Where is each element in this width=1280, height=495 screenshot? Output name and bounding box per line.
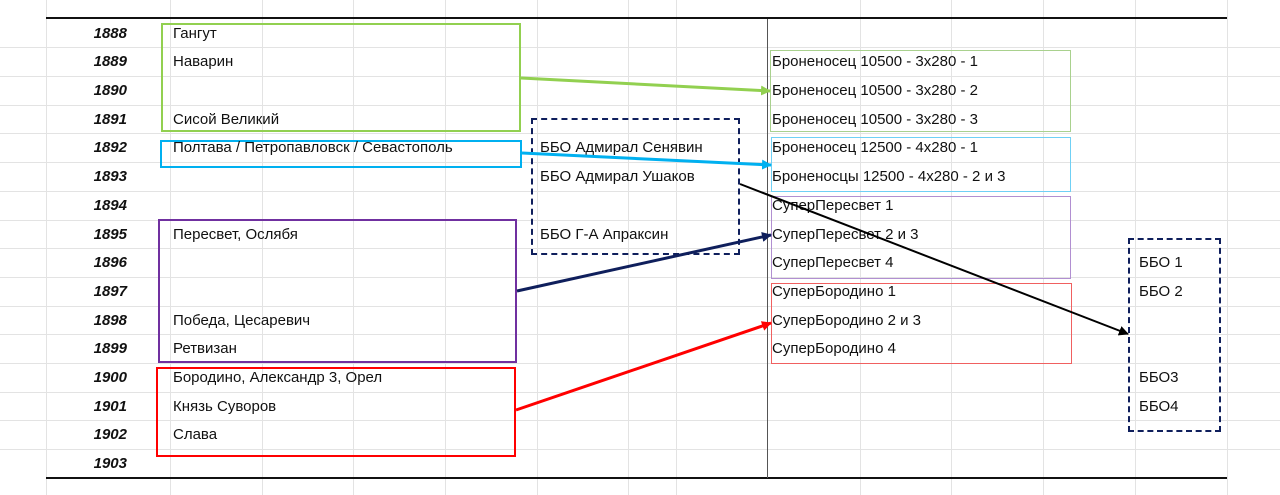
- grid-line: [46, 0, 47, 495]
- year-label: 1890: [93, 82, 127, 99]
- year-label: 1888: [93, 25, 127, 42]
- grid-line: [353, 0, 354, 495]
- grid-line: [0, 133, 1280, 134]
- project-name: ББО 2: [1139, 283, 1183, 300]
- grid-line: [1135, 0, 1136, 495]
- ship-name: Сисой Великий: [173, 111, 280, 128]
- project-name: СуперПересвет 2 и 3: [772, 226, 919, 243]
- ship-name: ББО Г-А Апраксин: [540, 226, 669, 243]
- year-label: 1891: [93, 111, 127, 128]
- year-label: 1895: [93, 226, 127, 243]
- year-label: 1889: [93, 53, 127, 70]
- grid-line: [0, 191, 1280, 192]
- project-name: Броненосцы 12500 - 4х280 - 2 и 3: [772, 168, 1006, 185]
- year-label: 1892: [93, 139, 127, 156]
- ship-name: Слава: [173, 426, 218, 443]
- project-name: СуперПересвет 4: [772, 254, 894, 271]
- year-label: 1900: [93, 369, 127, 386]
- project-name: Броненосец 10500 - 3х280 - 1: [772, 53, 978, 70]
- ship-name: Бородино, Александр 3, Орел: [173, 369, 383, 386]
- year-label: 1893: [93, 168, 127, 185]
- ship-name: Князь Суворов: [173, 398, 277, 415]
- grid-line: [0, 449, 1280, 450]
- ship-name: Победа, Цесаревич: [173, 312, 311, 329]
- group-box-red: [156, 367, 516, 457]
- ship-name: ББО Адмирал Сенявин: [540, 139, 703, 156]
- grid-line: [0, 76, 1280, 77]
- project-name: СуперБородино 2 и 3: [772, 312, 922, 329]
- project-name: СуперПересвет 1: [772, 197, 894, 214]
- column-divider: [767, 19, 768, 478]
- project-name: Броненосец 12500 - 4х280 - 1: [772, 139, 978, 156]
- grid-line: [0, 220, 1280, 221]
- group-box-purple: [158, 219, 517, 363]
- ship-name: ББО Адмирал Ушаков: [540, 168, 695, 185]
- project-name: ББО4: [1139, 398, 1179, 415]
- project-name: Броненосец 10500 - 3х280 - 2: [772, 82, 978, 99]
- arrow-green: [520, 76, 771, 96]
- year-label: 1896: [93, 254, 127, 271]
- project-name: Броненосец 10500 - 3х280 - 3: [772, 111, 978, 128]
- grid-line: [170, 0, 171, 495]
- project-name: ББО3: [1139, 369, 1179, 386]
- group-box-green: [161, 23, 521, 132]
- grid-line: [262, 0, 263, 495]
- year-label: 1898: [93, 312, 127, 329]
- year-label: 1903: [93, 455, 127, 472]
- arrow-red: [515, 321, 772, 412]
- grid-line: [0, 105, 1280, 106]
- grid-line: [445, 0, 446, 495]
- year-label: 1901: [93, 398, 127, 415]
- grid-line: [0, 420, 1280, 421]
- ship-name: Полтава / Петропавловск / Севастополь: [173, 139, 453, 156]
- year-label: 1897: [93, 283, 127, 300]
- ship-name: Наварин: [173, 53, 234, 70]
- grid-line: [0, 306, 1280, 307]
- year-label: 1894: [93, 197, 127, 214]
- year-label: 1902: [93, 426, 127, 443]
- ship-name: Пересвет, Ослябя: [173, 226, 298, 243]
- project-name: СуперБородино 4: [772, 340, 896, 357]
- project-name: ББО 1: [1139, 254, 1183, 271]
- ship-name: Ретвизан: [173, 340, 237, 357]
- bottom-border-rule: [46, 477, 1227, 479]
- group-box-bbo-future: [1128, 238, 1221, 432]
- top-border-rule: [46, 17, 1227, 19]
- grid-line: [1227, 0, 1228, 495]
- project-name: СуперБородино 1: [772, 283, 896, 300]
- ship-name: Гангут: [173, 25, 217, 42]
- grid-line: [0, 47, 1280, 48]
- group-box-blue: [160, 140, 522, 168]
- year-label: 1899: [93, 340, 127, 357]
